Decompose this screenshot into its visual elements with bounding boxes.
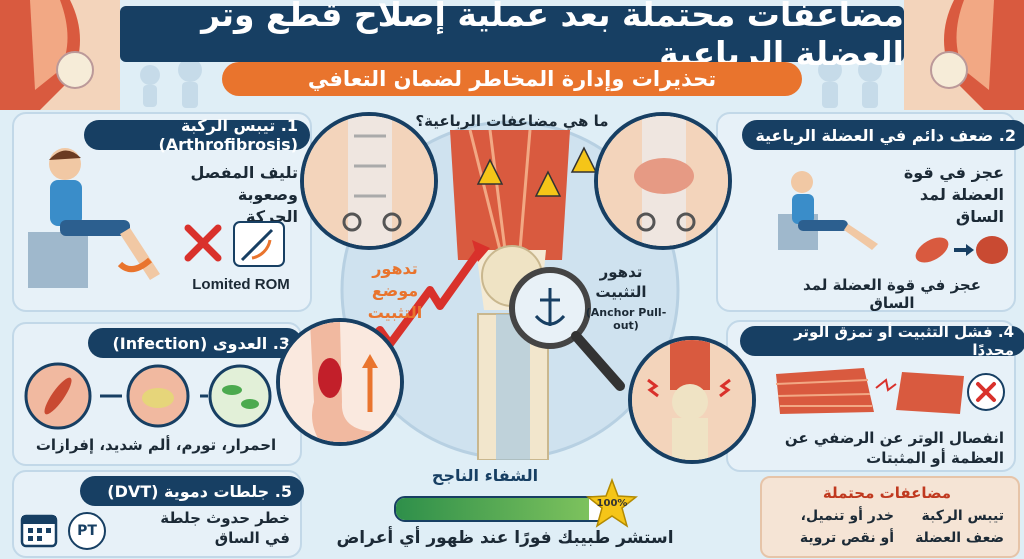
knee-anatomy-corner-right xyxy=(904,0,1024,110)
failure-panel: 4. فشل التثبيت أو تمزق الوتر مجددًا انفص… xyxy=(726,320,1024,472)
weakness-caption: عجز في قوة العضلة لمد الساق xyxy=(803,276,981,312)
limited-rom-icons xyxy=(184,221,285,267)
advice-text: استشر طبيبك فورًا عند ظهور أي أعراض xyxy=(336,528,674,548)
summary-item: تيبس الركبة xyxy=(921,508,1004,524)
infection-illustrations xyxy=(24,362,272,430)
summary-item: أو نقص تروية xyxy=(799,530,894,546)
summary-title: مضاعفات محتملة xyxy=(822,484,952,502)
failure-title: 4. فشل التثبيت أو تمزق الوتر مجددًا xyxy=(740,323,1024,359)
sitting-patient-illustration-2 xyxy=(778,171,878,250)
recovery-progress-bar xyxy=(394,496,608,522)
recovery-percent: 100% xyxy=(596,498,628,509)
summary-item: ضعف العضلة xyxy=(915,530,1004,546)
pt-logo-icon: PT xyxy=(68,512,106,550)
dvt-panel: 5. جلطات دموية (DVT) خطر حدوث جلطة في ال… xyxy=(12,470,304,558)
right-degradation-label: تدهور التثبيت xyxy=(595,263,647,301)
infection-panel: 3. العدوى (Infection) احمرار، تورم، ألم … xyxy=(12,322,302,466)
dvt-description: خطر حدوث جلطة في الساق xyxy=(160,509,290,547)
page-subtitle: تحذيرات وإدارة المخاطر لضمان التعافي xyxy=(222,62,802,96)
knee-anatomy-corner-left xyxy=(0,0,120,110)
stiffness-description: تليف المفصل وصعوبة الحركة xyxy=(190,163,298,226)
detail-circle-dvt xyxy=(276,318,404,446)
infection-title: 3. العدوى (Infection) xyxy=(88,328,302,358)
stiffness-panel: 1. تيبس الركبة (Arthrofibrosis) تليف الم… xyxy=(12,112,312,312)
recovery-label: الشفاء الناجح xyxy=(431,466,539,485)
detail-circle-weakness xyxy=(594,112,732,250)
page-title: مضاعفات محتملة بعد عملية إصلاح قطع وتر ا… xyxy=(120,0,904,73)
summary-box: مضاعفات محتملة تيبس الركبة خدر أو تنميل،… xyxy=(760,476,1020,558)
calendar-icon xyxy=(20,514,58,548)
weakness-description: عجز في قوة العضلة لمد الساق xyxy=(903,163,1004,226)
infection-description: احمرار، تورم، ألم شديد، إفرازات xyxy=(35,436,277,454)
stiffness-title: 1. تيبس الركبة (Arthrofibrosis) xyxy=(84,116,310,154)
left-degradation-label: تدهور موضع التثبيت xyxy=(367,259,423,322)
detail-circle-stiffness xyxy=(300,112,438,250)
torn-tendon-illustration xyxy=(775,368,1005,414)
center-question: ما هي مضاعفات الرباعية؟ xyxy=(415,112,609,130)
star-icon xyxy=(586,478,638,528)
recovery-progress-fill xyxy=(396,498,590,520)
weakness-panel: 2. ضعف دائم في العضلة الرباعية عجز في قو… xyxy=(716,112,1024,312)
detail-circle-failure xyxy=(628,336,756,464)
limited-rom-caption: Lomited ROM xyxy=(192,276,290,293)
dvt-title: 5. جلطات دموية (DVT) xyxy=(80,476,304,506)
weakness-title: 2. ضعف دائم في العضلة الرباعية xyxy=(742,120,1024,150)
summary-item: خدر أو تنميل، xyxy=(800,508,894,524)
anchor-pullout-label: (Anchor Pull-out) xyxy=(585,306,667,332)
muscle-weakness-icons xyxy=(915,236,1008,264)
sitting-patient-illustration xyxy=(28,148,160,288)
failure-description: انفصال الوتر عن الرضفي عن العظمة أو المث… xyxy=(784,429,1004,467)
